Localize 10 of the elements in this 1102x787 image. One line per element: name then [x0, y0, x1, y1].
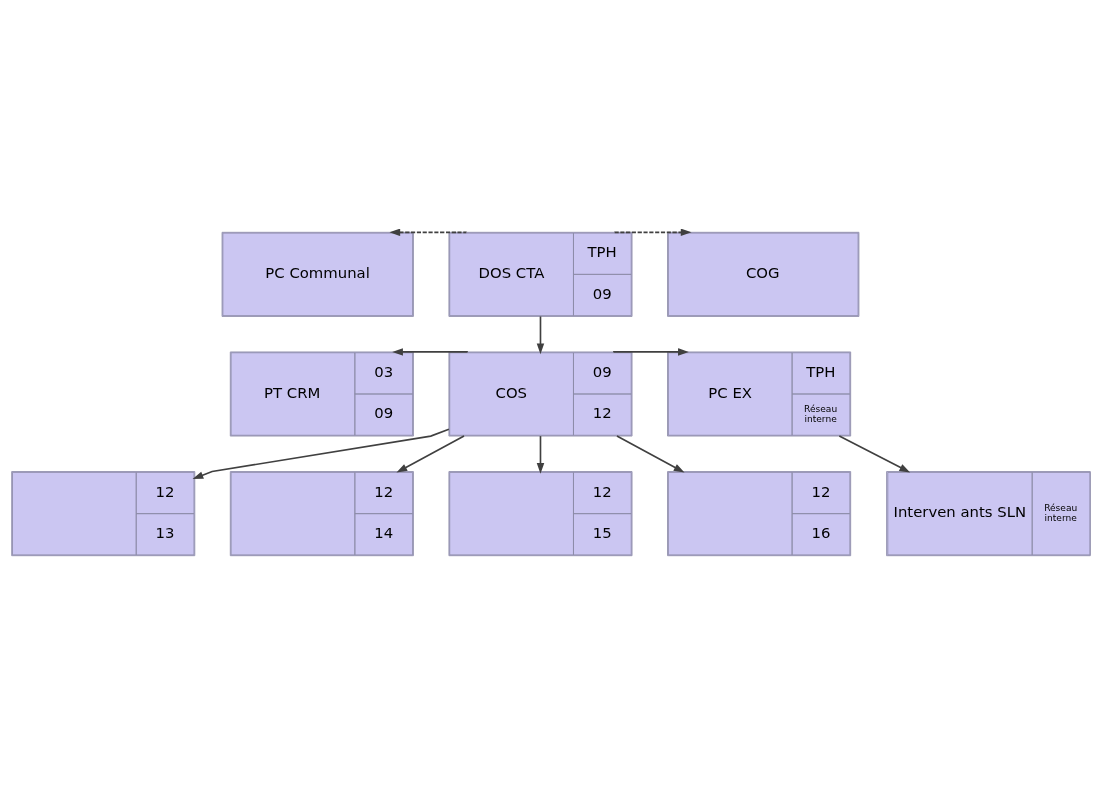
arrow: [392, 347, 469, 356]
arrow: [192, 427, 450, 479]
arrow: [396, 434, 465, 473]
arrow: [838, 434, 911, 472]
arrow: [536, 434, 545, 474]
arrow: [389, 228, 468, 236]
arrow: [612, 347, 689, 356]
arrow: [536, 315, 545, 354]
arrow: [613, 228, 692, 236]
arrow: [616, 434, 685, 473]
